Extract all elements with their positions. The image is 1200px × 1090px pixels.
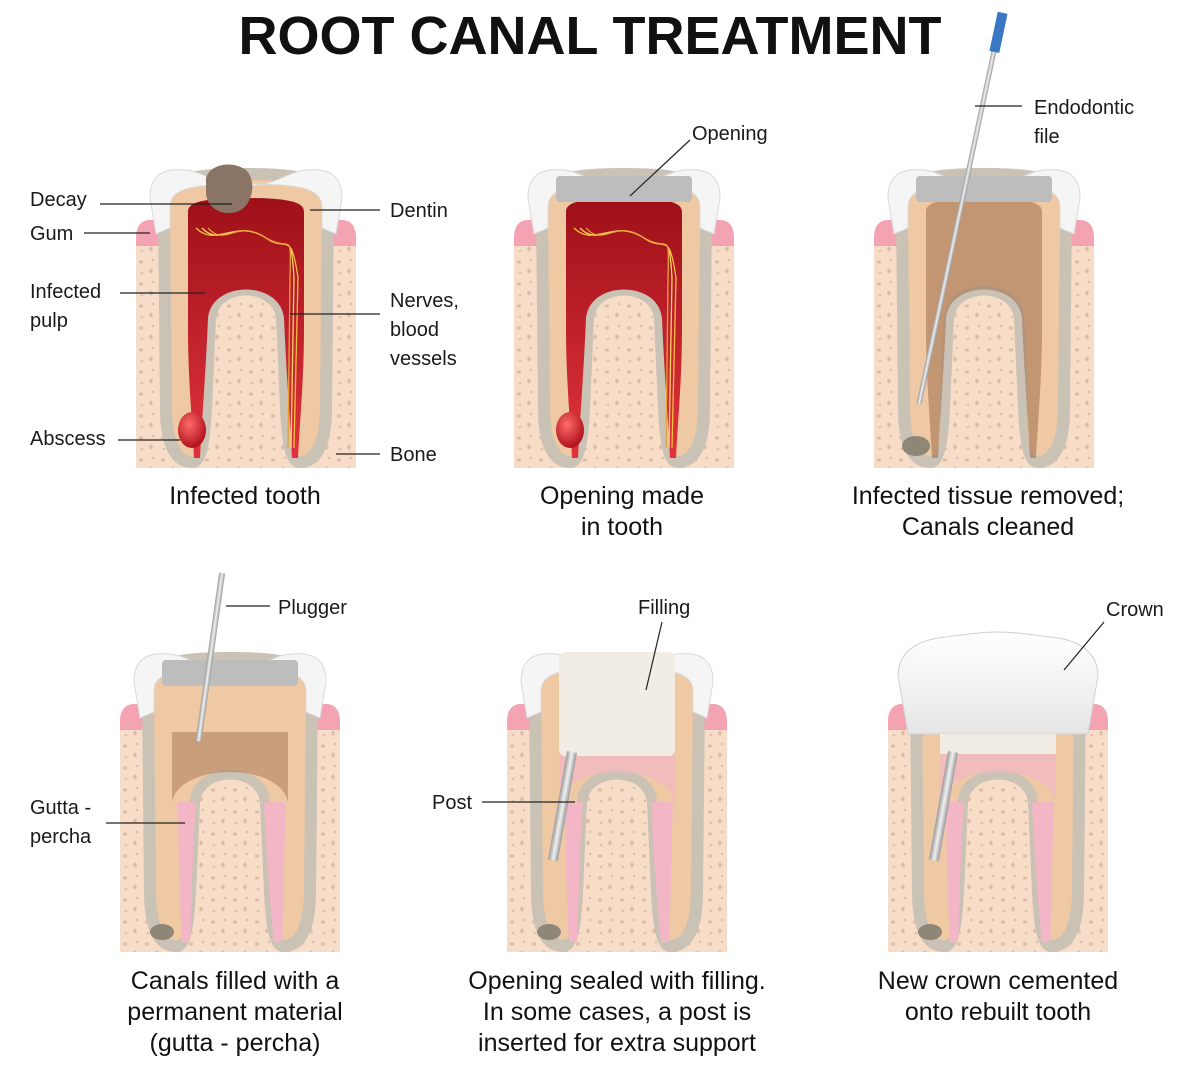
label-infected-pulp-1: Infected [30,281,101,303]
apex-debris [902,436,930,456]
opening-hole [556,176,692,202]
label-gutta-1: Gutta - [30,797,91,819]
infected-pulp [566,198,682,458]
panel-cleaned-labels: Endodontic file [975,97,1134,148]
label-infected-pulp-2: pulp [30,310,68,332]
caption-crown-1: New crown cemented [878,967,1118,995]
panel-filled-labels: Plugger Gutta - percha [30,597,347,848]
apex [150,924,174,940]
panel-sealed-labels: Filling Post [432,597,690,814]
label-file-2: file [1034,126,1060,148]
tooth-sealed [507,652,727,952]
caption-filled-1: Canals filled with a [131,967,340,995]
label-post: Post [432,792,472,814]
caption-filled-3: (gutta - percha) [150,1029,321,1057]
panel-crown-labels: Crown [1063,599,1164,671]
label-gutta-2: percha [30,826,92,848]
crown [897,631,1099,735]
caption-infected-1: Infected tooth [169,482,321,510]
gutta-right [651,802,673,942]
label-nerves-2: blood [390,319,439,341]
nerve-fiber [585,227,670,449]
gutta-right [264,802,286,942]
decay [206,164,253,214]
filling [559,652,675,756]
caption-opening-2: in tooth [581,513,663,541]
label-crown: Crown [1106,599,1164,621]
caption-crown-2: onto rebuilt tooth [905,998,1091,1026]
dentin [154,664,306,940]
label-bone: Bone [390,444,437,466]
leader-opening [629,139,691,197]
panel-opening-labels: Opening [629,123,768,197]
label-file-1: Endodontic [1034,97,1134,119]
file-handle [989,11,1008,53]
caption-cleaned-2: Canals cleaned [902,513,1074,541]
tooth-opening [514,168,734,468]
tooth-cleaned [874,11,1094,468]
gutta-left [178,802,196,942]
nerve-fiber [207,227,292,449]
gutta-left [946,802,964,942]
label-opening: Opening [692,123,768,145]
page-title: ROOT CANAL TREATMENT [239,6,942,66]
label-dentin: Dentin [390,200,448,222]
endodontic-file [916,31,1001,405]
caption-cleaned-1: Infected tissue removed; [852,482,1124,510]
opening-hole [162,660,298,686]
core [940,734,1056,754]
gutta-left [565,802,583,942]
caption-sealed-1: Opening sealed with filling. [468,967,765,995]
chamber [172,732,288,802]
captions: Infected tooth Opening made in tooth Inf… [127,482,1124,1057]
label-decay: Decay [30,189,87,211]
post [547,751,577,862]
gutta-right [1032,802,1054,942]
infected-pulp [188,198,304,458]
label-plugger: Plugger [278,597,347,619]
opening-hole [916,176,1052,202]
plugger [195,572,226,742]
teeth-illustrations [120,11,1108,952]
tooth-crown [888,631,1108,952]
leader-filling [645,621,663,691]
label-abscess: Abscess [30,428,106,450]
caption-sealed-3: inserted for extra support [478,1029,756,1057]
tooth-filled [120,572,340,952]
abscess [178,412,206,448]
caption-filled-2: permanent material [127,998,342,1026]
cleaned-canal [926,198,1042,458]
post [928,751,958,862]
caption-sealed-2: In some cases, a post is [483,998,751,1026]
panel-infected-labels: Decay Gum Infected pulp Abscess Dentin N… [30,189,459,466]
label-nerves-1: Nerves, [390,290,459,312]
apex [537,924,561,940]
label-gum: Gum [30,223,73,245]
caption-opening-1: Opening made [540,482,704,510]
tooth-infected [136,164,356,468]
abscess [556,412,584,448]
leader-crown [1063,621,1105,671]
label-filling: Filling [638,597,690,619]
apex [918,924,942,940]
label-nerves-3: vessels [390,348,457,370]
